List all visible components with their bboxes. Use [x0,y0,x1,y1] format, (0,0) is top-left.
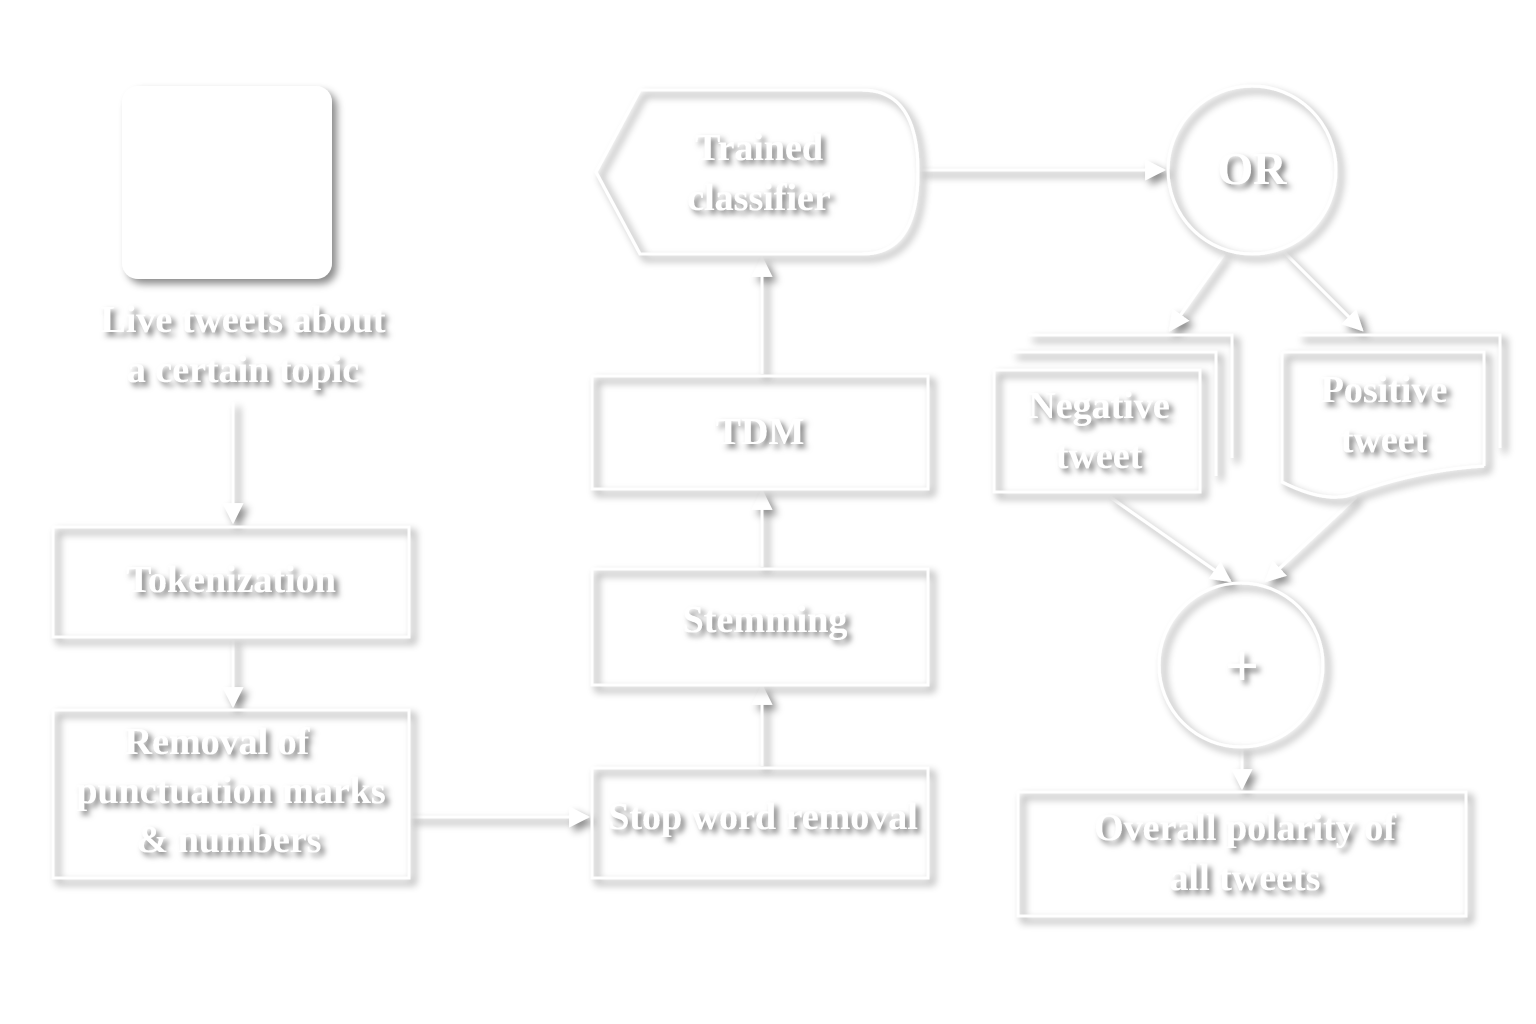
removal-label-line1: Removal of [125,721,311,763]
stemming-label: Stemming [683,599,848,641]
or-gate-label: OR [1218,143,1288,194]
or-gate-circle [1166,84,1338,256]
stopword-label: Stop word removal [608,796,918,838]
sum-gate-label: + [1225,633,1259,699]
positive-label-line2: tweet [1341,419,1428,461]
tokenization-label: Tokenization [126,559,336,601]
stopword-box [590,766,930,880]
result-label-line2: all tweets [1170,857,1321,899]
negative-label-line2: tweet [1056,435,1143,477]
source-caption-line1: Live tweets about [101,299,386,341]
classifier-display-shape [594,88,920,256]
arrow-negative-to-sum [1109,495,1232,583]
negative-label-line1: Negative [1028,385,1169,427]
tdm-label: TDM [716,411,805,453]
arrow-or-to-positive [1282,250,1364,332]
removal-label-line3: & numbers [137,819,322,861]
positive-label-line1: Positive [1321,369,1448,411]
negative-tweet-stack [992,333,1234,494]
classifier-label-line2: classifier [687,177,831,219]
stemming-box [590,567,930,687]
removal-label-line2: punctuation marks [76,770,385,812]
twitter-logo-icon [122,86,332,279]
tdm-box [590,374,930,491]
source-caption-line2: a certain topic [127,349,359,391]
sum-gate-circle [1157,581,1325,749]
removal-box [51,708,411,880]
tokenization-box [51,525,411,639]
result-label-line1: Overall polarity of [1094,807,1397,849]
positive-tweet-stack [1280,333,1502,499]
arrow-positive-to-sum [1264,495,1358,583]
arrow-or-to-negative [1168,253,1226,332]
result-box [1016,790,1468,918]
classifier-label-line1: Trained [695,127,823,169]
